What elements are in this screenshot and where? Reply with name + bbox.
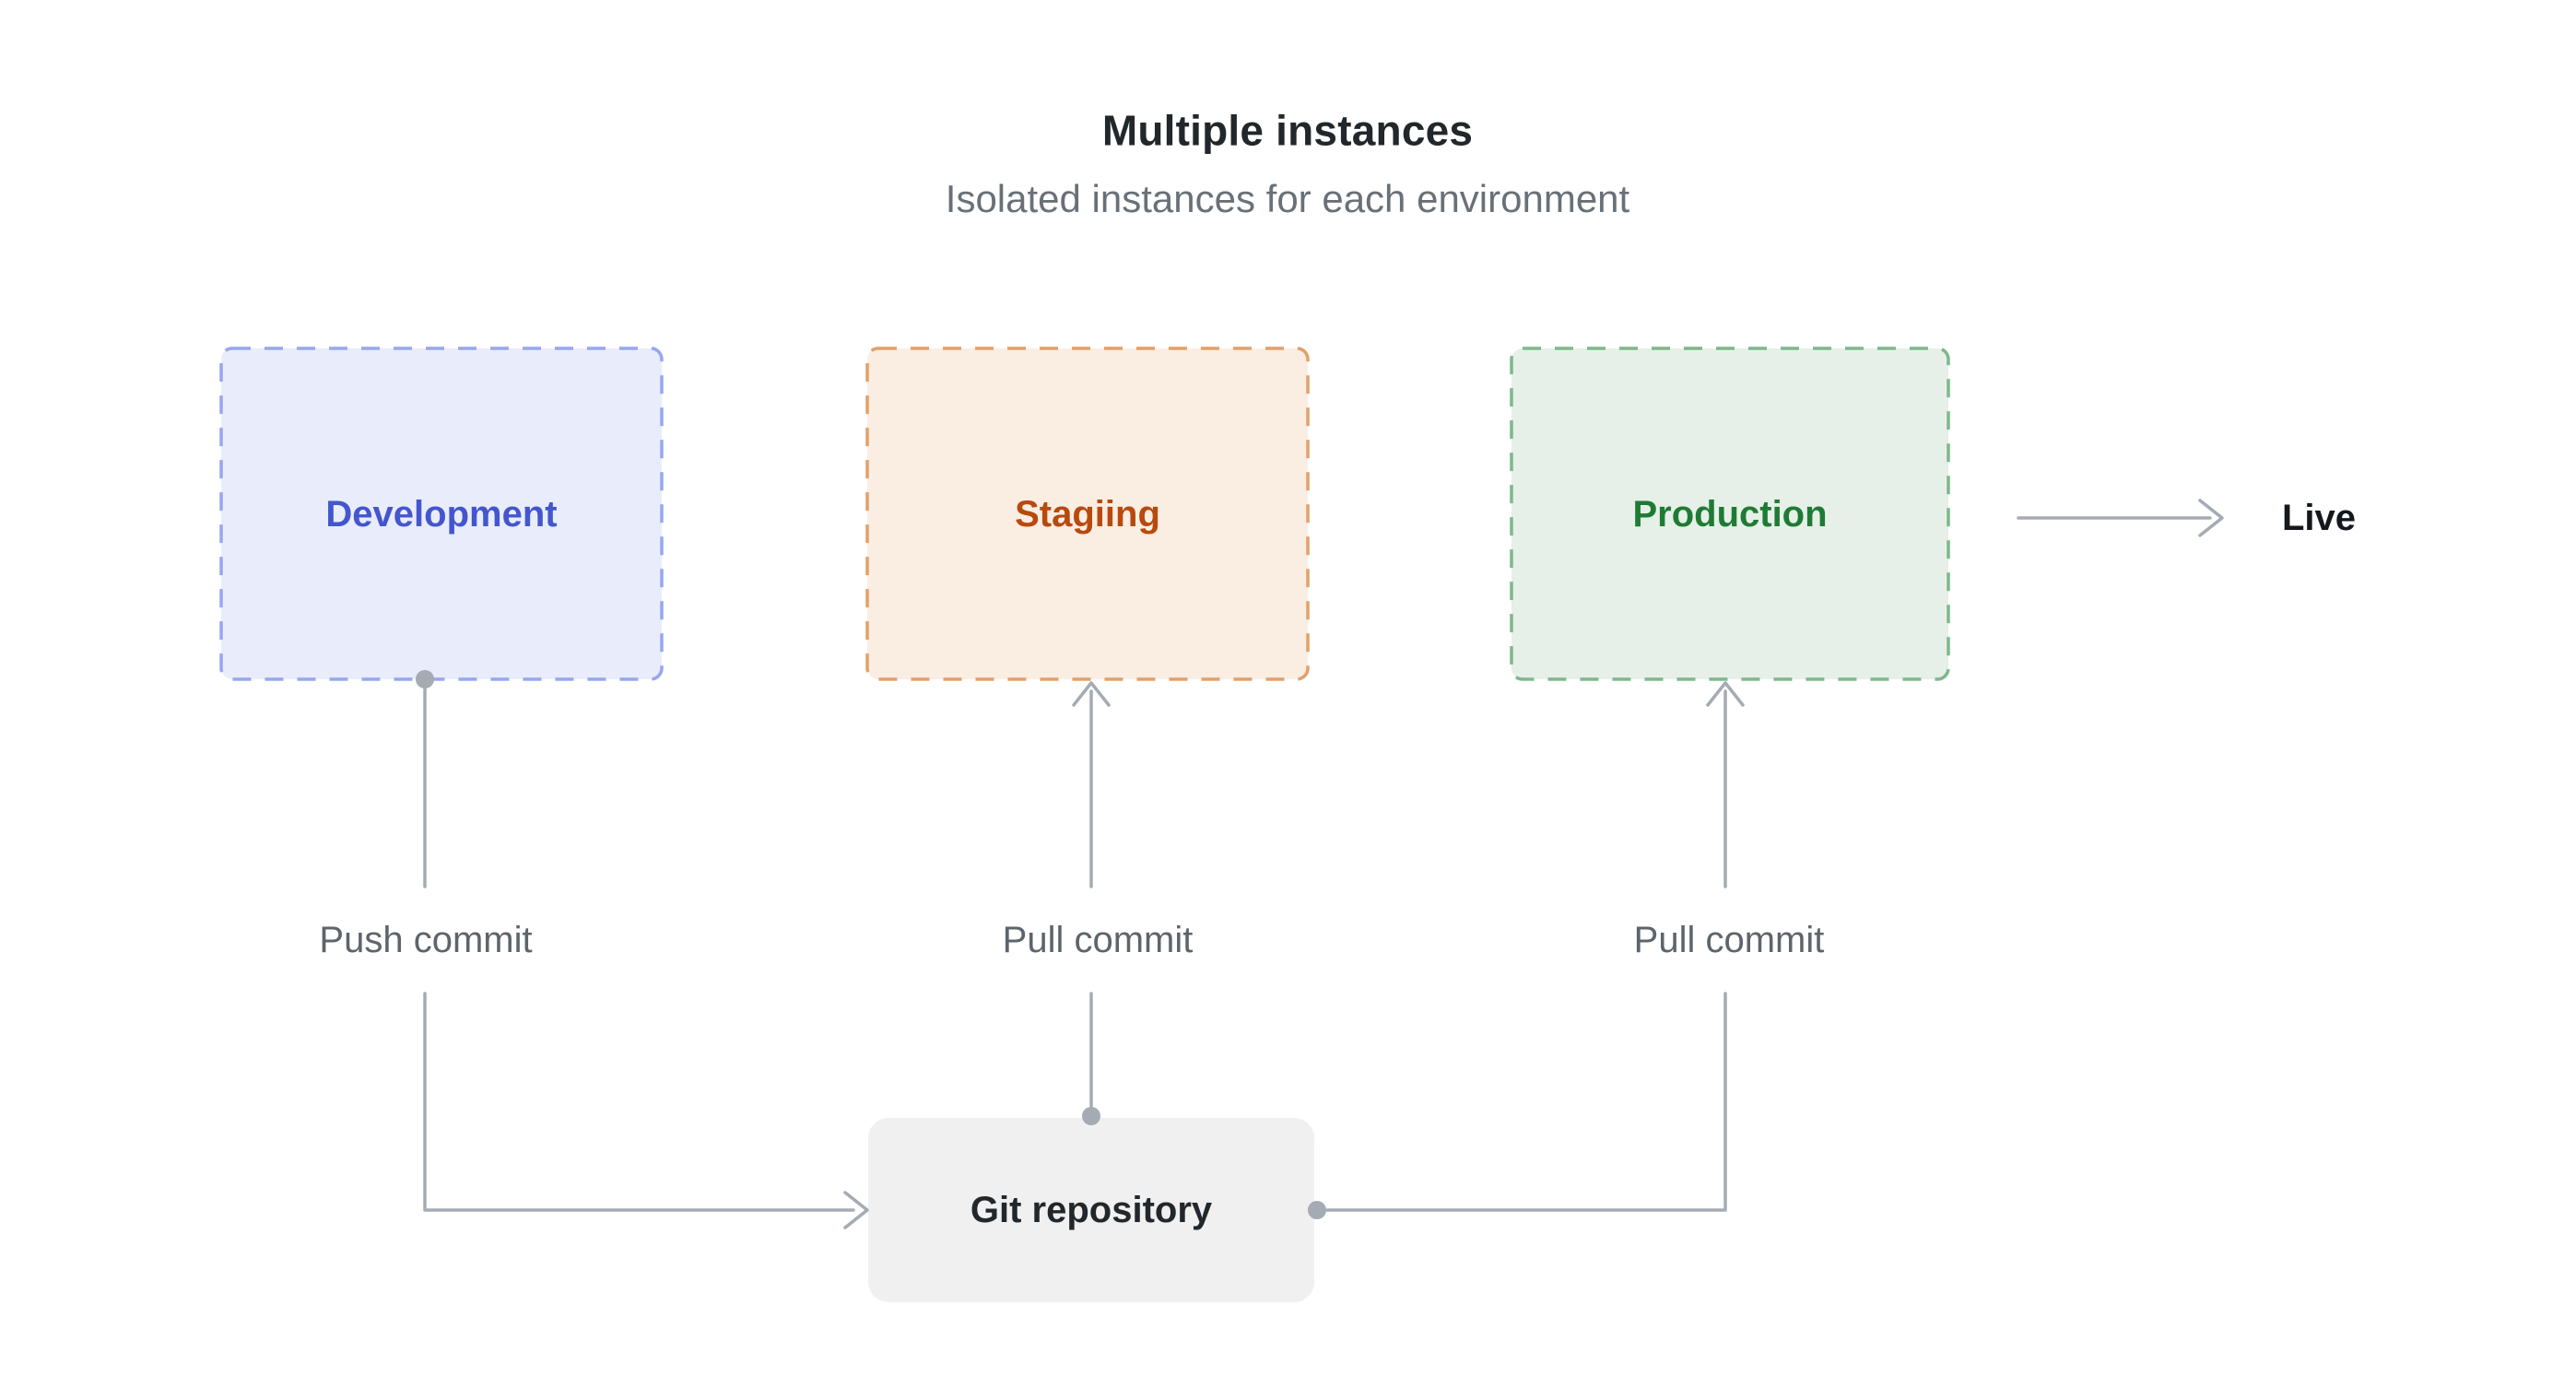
edge-live: [2017, 499, 2224, 537]
page-subtitle: Isolated instances for each environment: [945, 176, 1630, 220]
pull-commit-production-edge-label: Pull commit: [1633, 920, 1825, 960]
development-node-label: Development: [325, 494, 558, 535]
arrowhead-up-icon: [1072, 681, 1111, 707]
edge-pull-commit-staging: [1072, 681, 1111, 1125]
staging-node-label: Stagiing: [1015, 494, 1160, 535]
live-label: Live: [2281, 498, 2357, 538]
edge-pull-commit-production: [1308, 681, 1745, 1219]
production-node-label: Production: [1632, 494, 1828, 535]
edge-source-dot: [1308, 1201, 1326, 1219]
arrowhead-up-icon: [1706, 681, 1745, 707]
arrowhead-right-icon: [2198, 499, 2224, 537]
edge-line: [423, 992, 855, 1212]
edge-source-dot: [416, 670, 434, 688]
git-repository-node-label: Git repository: [970, 1190, 1213, 1230]
git-repository-node-box: [868, 1118, 1314, 1302]
staging-node-box: [865, 347, 1310, 681]
pull-commit-staging-edge-label: Pull commit: [1002, 920, 1194, 960]
push-commit-edge-label: Push commit: [319, 920, 533, 960]
production-node-box: [1510, 347, 1950, 681]
arrowhead-right-icon: [843, 1191, 869, 1229]
edge-push-commit: [416, 670, 869, 1229]
edge-source-dot: [1082, 1107, 1100, 1125]
page-title: Multiple instances: [1101, 106, 1474, 155]
development-node-box: [219, 347, 664, 681]
edge-line: [1325, 992, 1727, 1212]
